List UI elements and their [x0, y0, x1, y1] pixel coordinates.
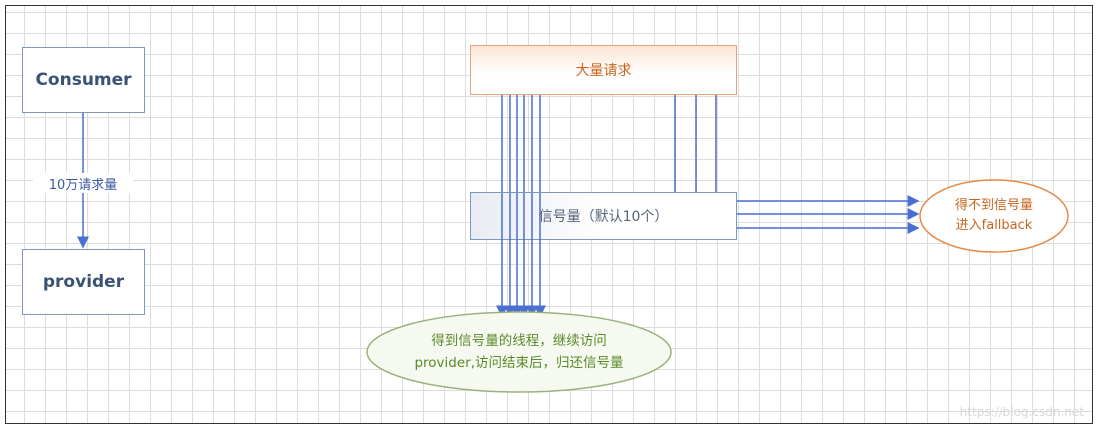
success-ellipse — [366, 311, 672, 393]
consumer-label: Consumer — [35, 70, 132, 90]
request-count-label: 10万请求量 — [48, 177, 118, 193]
consumer-box: Consumer — [22, 47, 145, 113]
watermark: https://blog.csdn.net — [959, 405, 1084, 419]
success-line1: 得到信号量的线程，继续访问 — [431, 333, 607, 349]
fallback-line2: 进入fallback — [955, 218, 1033, 233]
arrow-label: 10万请求量 — [33, 173, 133, 193]
fallback-text: 得不到信号量进入fallback — [920, 190, 1068, 242]
requests-label: 大量请求 — [575, 63, 632, 79]
provider-box: provider — [22, 249, 145, 315]
fallback-arrow — [715, 95, 920, 207]
semaphore-label: 信号量（默认10个） — [538, 209, 669, 225]
semaphore-box: 信号量（默认10个） — [470, 192, 737, 240]
success-line2: provider,访问结束后，归还信号量 — [414, 355, 624, 371]
provider-label: provider — [42, 272, 125, 292]
success-text: 得到信号量的线程，继续访问 provider,访问结束后，归还信号量 — [367, 328, 671, 376]
requests-box: 大量请求 — [470, 45, 737, 95]
fallback-ellipse — [919, 179, 1069, 253]
fallback-line1: 得不到信号量 — [954, 198, 1033, 213]
